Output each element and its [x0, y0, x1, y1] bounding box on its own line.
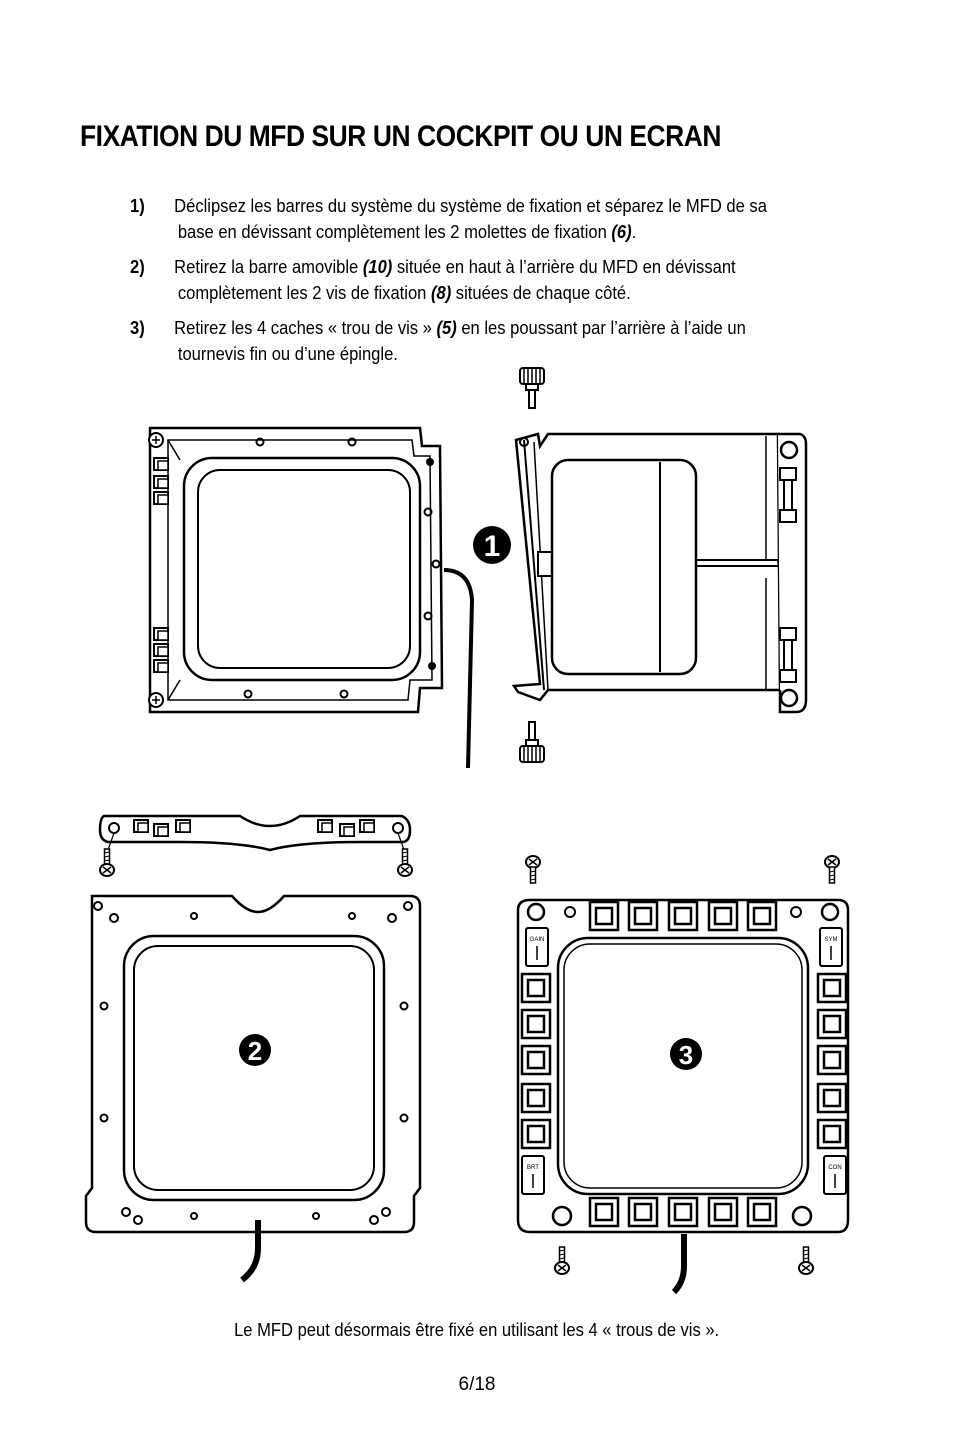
rocker-label: BRT	[527, 1165, 539, 1171]
text-run: Retirez les 4 caches « trou de vis »	[174, 318, 437, 338]
mfd-front-view: GAIN SYM BRT CON	[516, 898, 850, 1295]
step-2: 2) Retirez la barre amovible (10) située…	[130, 254, 873, 306]
figure-caption: Le MFD peut désormais être fixé en utili…	[0, 1320, 954, 1341]
thumb-knob-bottom	[519, 721, 545, 763]
mfd-rear-view	[148, 426, 475, 769]
callout-number: 2	[248, 1036, 262, 1066]
callout-badge	[670, 1038, 702, 1070]
text-run: complètement les 2 vis de fixation	[177, 283, 431, 303]
rocker-con: CON	[823, 1155, 847, 1195]
part-reference: (8)	[430, 283, 452, 303]
removable-bar	[98, 814, 412, 852]
rocker-sym: SYM	[819, 927, 843, 967]
step-3: 3) Retirez les 4 caches « trou de vis » …	[130, 315, 873, 367]
text-run: en les poussant par l’arrière à l’aide u…	[456, 318, 746, 338]
text-run: .	[631, 222, 637, 242]
text-run: situées de chaque côté.	[451, 283, 631, 303]
text-run: base en dévissant complètement les 2 mol…	[177, 222, 612, 242]
step-text: Retirez la barre amovible (10) située en…	[174, 257, 735, 277]
callout-badge	[239, 1034, 271, 1066]
rocker-brt: BRT	[521, 1155, 545, 1195]
step-text: Retirez les 4 caches « trou de vis » (5)…	[174, 318, 746, 338]
rocker-label: SYM	[824, 937, 837, 943]
instruction-list: 1) Déclipsez les barres du système du sy…	[130, 193, 850, 376]
rocker-label: GAIN	[530, 937, 545, 943]
step-text-continued: base en dévissant complètement les 2 mol…	[174, 219, 873, 245]
thumb-knob-top	[519, 367, 545, 409]
page-number: 6/18	[458, 1374, 496, 1395]
step-number: 2)	[130, 257, 145, 277]
step-text-continued: complètement les 2 vis de fixation (8) s…	[174, 280, 873, 306]
callout-number: 3	[679, 1040, 693, 1070]
rocker-label: CON	[828, 1165, 841, 1171]
callout-number: 1	[484, 530, 501, 563]
text-run: située en haut à l’arrière du MFD en dév…	[392, 257, 736, 277]
callout-badge	[473, 526, 511, 564]
step-number: 1)	[130, 196, 145, 216]
step-text: Déclipsez les barres du système du systè…	[174, 196, 767, 216]
caption-text: Le MFD peut désormais être fixé en utili…	[234, 1320, 720, 1340]
part-reference: (5)	[436, 318, 457, 338]
page-title: FIXATION DU MFD SUR UN COCKPIT OU UN ECR…	[80, 120, 722, 153]
base-plate	[84, 894, 422, 1283]
rocker-gain: GAIN	[525, 927, 549, 967]
text-run: Retirez la barre amovible	[174, 257, 363, 277]
step-1: 1) Déclipsez les barres du système du sy…	[130, 193, 873, 245]
part-reference: (10)	[362, 257, 393, 277]
mfd-side-view	[511, 367, 808, 763]
part-reference: (6)	[611, 222, 632, 242]
mounting-illustration: 1	[84, 367, 850, 1295]
step-text-continued: tournevis fin ou d’une épingle.	[177, 344, 398, 364]
step-number: 3)	[130, 318, 145, 338]
